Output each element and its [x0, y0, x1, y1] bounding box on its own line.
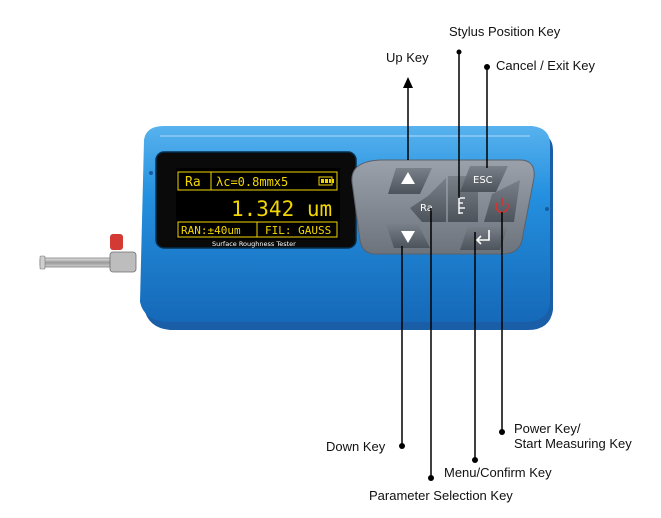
label-menu-confirm-key: Menu/Confirm Key	[444, 465, 552, 480]
screen-range: RAN:±40um	[181, 224, 241, 237]
screen-reading: 1.342 um	[231, 197, 332, 221]
screen-cutoff: λc=0.8mmx5	[216, 175, 288, 189]
enter-arrow-icon	[475, 230, 490, 245]
triangle-up-icon	[401, 172, 415, 184]
screen-caption: Surface Roughness Tester	[212, 240, 296, 248]
screen-filter: FIL: GAUSS	[265, 224, 331, 237]
keypad: Ra ESC	[351, 159, 535, 255]
ra-key[interactable]: Ra	[410, 178, 446, 222]
battery-icon	[318, 176, 334, 186]
screw-dot	[149, 171, 153, 175]
triangle-down-icon	[401, 231, 415, 243]
ra-key-label: Ra	[420, 203, 433, 214]
ruler-icon	[458, 196, 465, 214]
label-parameter-selection-key: Parameter Selection Key	[369, 488, 513, 503]
screw-dot	[545, 207, 549, 211]
callout-lines	[399, 49, 505, 481]
stylus-probe	[39, 234, 137, 273]
label-stylus-position-key: Stylus Position Key	[449, 24, 561, 39]
label-start-measuring-key: Start Measuring Key	[514, 436, 632, 451]
screen-param: Ra	[185, 175, 201, 190]
screen: Ra λc=0.8mmx5 1.342 um RAN:±40um FIL: GA…	[155, 151, 357, 249]
up-key[interactable]	[388, 168, 432, 194]
label-power-key: Power Key/	[514, 421, 581, 436]
label-cancel-exit-key: Cancel / Exit Key	[496, 58, 595, 73]
down-key[interactable]	[386, 224, 430, 248]
esc-key[interactable]: ESC	[460, 166, 508, 192]
esc-key-label: ESC	[473, 175, 493, 186]
menu-confirm-key[interactable]	[460, 226, 508, 250]
label-down-key: Down Key	[326, 439, 386, 454]
label-up-key: Up Key	[386, 50, 429, 65]
